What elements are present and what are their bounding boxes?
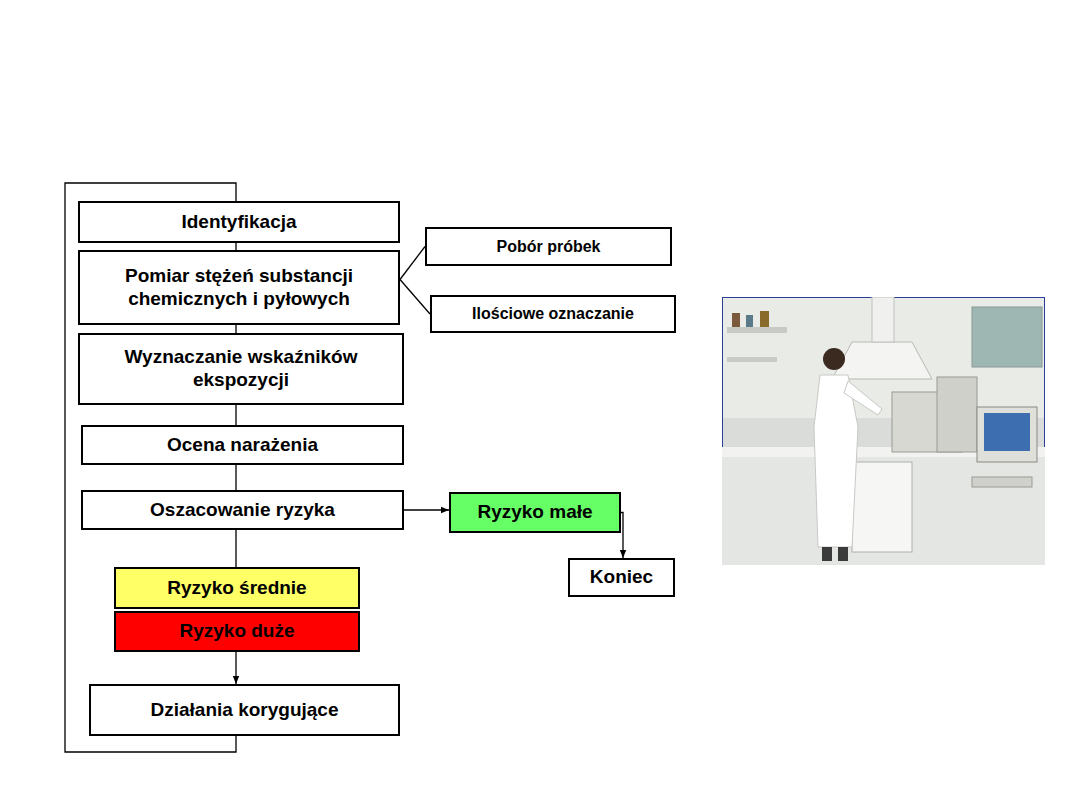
lab-coat <box>814 375 858 547</box>
connector <box>235 465 236 490</box>
end-box: Koniec <box>568 558 675 597</box>
box-label: Pobór próbek <box>496 237 600 256</box>
box-label: Oszacowanie ryzyka <box>150 499 335 522</box>
shelf <box>727 327 787 333</box>
sub-step-box: Ilościowe oznaczanie <box>430 295 676 333</box>
process-box: Ocena narażenia <box>81 425 404 465</box>
box-label: Koniec <box>590 566 653 589</box>
box-label: Wyznaczanie wskaźników ekspozycji <box>88 346 394 392</box>
leg <box>838 547 848 561</box>
process-box: Działania korygujące <box>89 684 400 736</box>
shelf <box>727 357 777 362</box>
box-label: Działania korygujące <box>151 699 339 722</box>
box-label: Ryzyko średnie <box>167 577 306 600</box>
window <box>972 307 1042 367</box>
process-box: Pomiar stężeń substancji chemicznych i p… <box>78 250 400 325</box>
hood-duct <box>872 297 894 342</box>
connector <box>404 509 449 510</box>
box-label: Ocena narażenia <box>167 434 318 457</box>
arm <box>844 381 882 415</box>
process-box: Oszacowanie ryzyka <box>81 490 404 530</box>
fume-hood <box>832 342 932 379</box>
instrument <box>937 377 977 452</box>
cabinet <box>852 462 912 552</box>
box-label: Identyfikacja <box>181 211 296 234</box>
box-label: Pomiar stężeń substancji chemicznych i p… <box>88 265 390 311</box>
risk-high-box: Ryzyko duże <box>114 611 360 652</box>
risk-low-box: Ryzyko małe <box>449 492 621 533</box>
connector <box>621 513 623 559</box>
connector <box>235 530 236 567</box>
wall <box>723 298 1044 418</box>
photo-frame <box>722 297 1045 565</box>
head <box>823 348 845 370</box>
risk-medium-box: Ryzyko średnie <box>114 567 360 609</box>
bottle <box>760 311 769 327</box>
process-box: Wyznaczanie wskaźników ekspozycji <box>78 333 404 405</box>
connector <box>400 247 425 280</box>
process-box: Identyfikacja <box>78 201 400 243</box>
keyboard <box>972 477 1032 487</box>
connector <box>235 405 236 425</box>
box-label: Ilościowe oznaczanie <box>472 304 634 323</box>
monitor-screen <box>984 413 1030 451</box>
bottle <box>746 315 753 327</box>
leg <box>822 547 832 561</box>
monitor <box>977 407 1037 462</box>
bench <box>722 457 1045 565</box>
connector <box>235 325 236 333</box>
sub-step-box: Pobór próbek <box>425 227 672 266</box>
connector <box>400 280 430 315</box>
lab-photo <box>722 297 1045 565</box>
connector <box>235 243 236 250</box>
bottle <box>732 313 740 327</box>
box-label: Ryzyko małe <box>477 501 592 524</box>
box-label: Ryzyko duże <box>179 620 294 643</box>
connector <box>235 652 236 684</box>
